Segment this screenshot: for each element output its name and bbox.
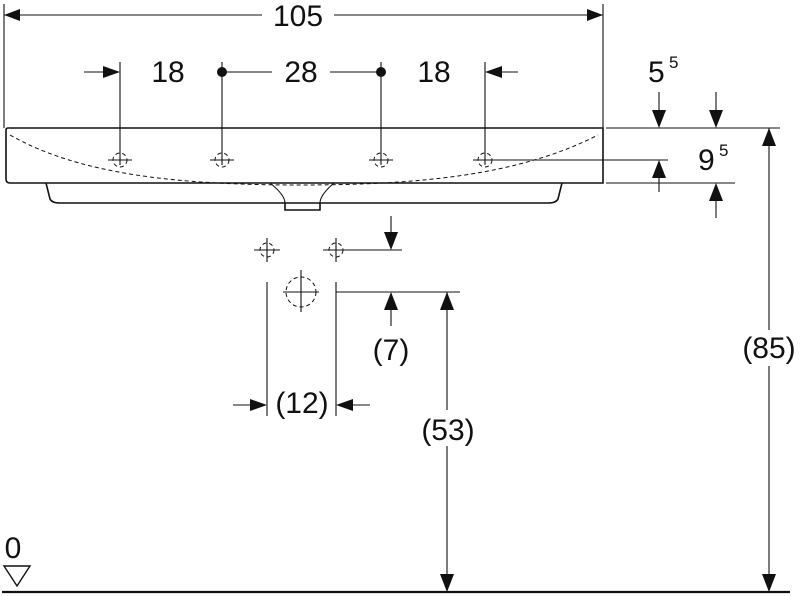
- supply-marker: [254, 238, 280, 262]
- hole-spacing-dimensions: 18 28 18: [84, 56, 518, 165]
- left-edge-to-hole-label: 18: [151, 56, 184, 89]
- tap-hole-marker: [473, 152, 497, 168]
- rim-height-label: (85): [742, 332, 795, 365]
- supply-marker: [323, 238, 349, 262]
- washbasin-outline: [5, 127, 604, 211]
- rim-height-dimension: (85): [737, 128, 800, 592]
- front-height-superscript: 5: [719, 141, 728, 160]
- outlet-height-label: (53): [421, 414, 474, 447]
- tap-hole-marker: [369, 152, 393, 168]
- rim-depth-dimensions: 5 5 9 5: [606, 53, 780, 218]
- trap-position-markers: (7) (12): [233, 216, 460, 420]
- level-triangle-icon: [2, 565, 32, 588]
- overall-width-dimension: 105: [3, 0, 604, 128]
- hole-spacing-label: 28: [284, 56, 317, 89]
- front-height-label: 9: [698, 144, 715, 177]
- tap-hole-marker: [210, 152, 234, 168]
- overall-width-label: 105: [273, 0, 323, 33]
- floor-level-label: 0: [5, 532, 22, 565]
- trap-offset-label: (7): [373, 334, 410, 367]
- tap-hole-marker: [108, 152, 132, 168]
- trap-spacing-label: (12): [275, 387, 328, 420]
- rim-to-hole-superscript: 5: [669, 53, 678, 72]
- floor-reference: 0: [2, 532, 790, 594]
- waste-outlet-marker: [283, 270, 319, 312]
- rim-to-hole-label: 5: [648, 56, 665, 89]
- tap-hole-markers: [108, 152, 668, 168]
- outlet-height-dimension: (53): [413, 292, 483, 592]
- right-edge-to-hole-label: 18: [417, 56, 450, 89]
